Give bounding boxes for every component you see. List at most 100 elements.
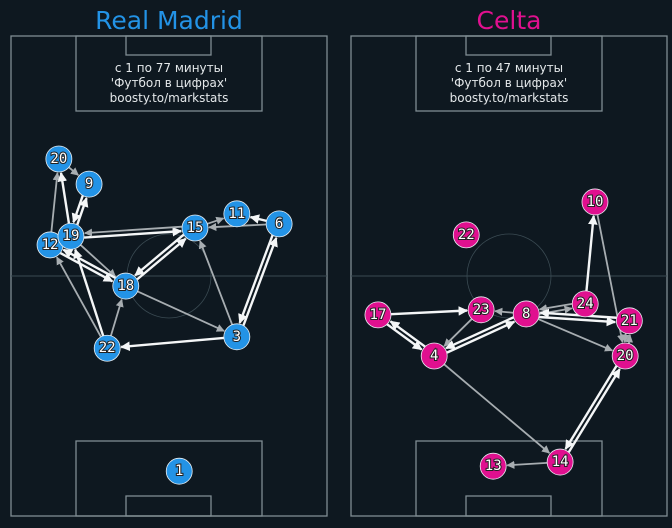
player-number: 4	[430, 348, 438, 364]
player-number: 14	[552, 454, 569, 470]
player-marker	[265, 210, 293, 238]
player-marker	[93, 334, 121, 362]
player-marker	[112, 272, 140, 300]
player-marker	[57, 222, 85, 250]
player-marker	[611, 342, 639, 370]
panel-celta: Celta с 1 по 47 минуты 'Футбол в цифрах'…	[350, 6, 668, 517]
player-number: 10	[587, 194, 604, 210]
player-number: 6	[275, 216, 283, 232]
pass-edge-14-to-13	[506, 460, 548, 469]
pass-edge-19-to-15	[83, 226, 183, 239]
player-node-18: 18	[112, 272, 140, 300]
player-marker	[452, 221, 480, 249]
pass-edge-20-to-14	[564, 365, 618, 450]
player-marker	[571, 290, 599, 318]
pass-edge-4-to-14	[443, 363, 551, 454]
pass-edge-12-to-20	[50, 172, 61, 233]
player-number: 1	[175, 463, 183, 479]
pass-edge-8-to-4	[445, 316, 514, 350]
player-nodes: 10 22 17 23 8 24 21 4 20 14 13	[364, 188, 643, 480]
player-node-15: 15	[181, 214, 209, 242]
pass-edge-15-to-18	[134, 233, 185, 277]
player-node-14: 14	[546, 448, 574, 476]
panel-real-madrid: Real Madrid с 1 по 77 минуты 'Футбол в ц…	[10, 6, 328, 517]
player-node-17: 17	[364, 301, 392, 329]
pass-edge-21-to-20	[621, 333, 630, 343]
player-node-10: 10	[581, 188, 609, 216]
player-number: 13	[485, 458, 502, 474]
player-node-12: 12	[36, 231, 64, 259]
player-number: 9	[85, 176, 93, 192]
player-number: 20	[50, 151, 67, 167]
player-number: 11	[228, 206, 245, 222]
pass-edge-8-to-20	[537, 318, 614, 352]
pass-edge-17-to-23	[390, 306, 469, 316]
player-marker	[467, 296, 495, 324]
player-marker	[546, 448, 574, 476]
pass-edge-18-to-15	[136, 237, 187, 281]
note-link: boosty.to/markstats	[110, 91, 229, 105]
pass-edge-15-to-11	[207, 216, 225, 225]
pass-edge-18-to-12	[62, 248, 116, 279]
player-number: 21	[621, 313, 638, 329]
pass-edge-20-to-9	[68, 166, 79, 176]
pass-edge-17-to-4	[386, 323, 423, 351]
player-node-20: 20	[611, 342, 639, 370]
player-node-22: 22	[93, 334, 121, 362]
note-source: 'Футбол в цифрах'	[111, 76, 227, 90]
player-marker	[581, 188, 609, 216]
player-marker	[615, 307, 643, 335]
player-number: 3	[233, 329, 241, 345]
pass-edge-6-to-3	[238, 234, 274, 324]
player-marker	[420, 342, 448, 370]
player-number: 17	[370, 307, 387, 323]
player-node-4: 4	[420, 342, 448, 370]
player-number: 24	[577, 296, 594, 312]
player-marker	[45, 145, 73, 173]
pass-edge-6-to-11	[249, 214, 267, 224]
pass-edges	[386, 214, 634, 469]
team-title: Celta	[477, 6, 542, 35]
pass-edge-3-to-15	[198, 240, 234, 325]
player-marker	[223, 323, 251, 351]
pass-edge-8-to-21	[538, 315, 617, 327]
player-marker	[181, 214, 209, 242]
pass-edge-22-to-19	[73, 248, 105, 337]
player-node-22: 22	[452, 221, 480, 249]
pass-edge-22-to-12	[56, 256, 102, 338]
player-marker	[512, 300, 540, 328]
player-number: 8	[522, 306, 530, 322]
pass-edge-19-to-20	[57, 171, 71, 224]
player-number: 23	[473, 302, 490, 318]
pass-edge-3-to-22	[120, 336, 225, 352]
player-number: 22	[458, 227, 475, 243]
player-number: 18	[117, 278, 134, 294]
pass-edge-8-to-23	[494, 307, 514, 316]
player-number: 20	[617, 348, 634, 364]
pitch	[10, 35, 328, 517]
pass-edge-24-to-10	[585, 214, 598, 292]
player-node-9: 9	[75, 170, 103, 198]
pass-edge-19-to-18	[79, 244, 117, 278]
pass-edge-4-to-8	[446, 320, 516, 354]
player-marker	[479, 452, 507, 480]
pass-edge-14-to-20	[567, 368, 621, 453]
pass-edge-18-to-3	[137, 290, 225, 332]
player-marker	[165, 457, 193, 485]
player-node-19: 19	[57, 222, 85, 250]
player-marker	[364, 301, 392, 329]
player-node-1: 1	[165, 457, 193, 485]
player-number: 22	[99, 340, 116, 356]
pass-edge-4-to-17	[389, 320, 426, 348]
player-node-23: 23	[467, 296, 495, 324]
player-node-3: 3	[223, 323, 251, 351]
note-period: с 1 по 77 минуты	[115, 61, 223, 75]
pitch	[350, 35, 668, 517]
pass-edge-15-to-19	[83, 225, 182, 237]
player-node-21: 21	[615, 307, 643, 335]
player-node-11: 11	[223, 200, 251, 228]
pass-edge-19-to-9	[76, 197, 89, 226]
player-number: 15	[187, 220, 204, 236]
